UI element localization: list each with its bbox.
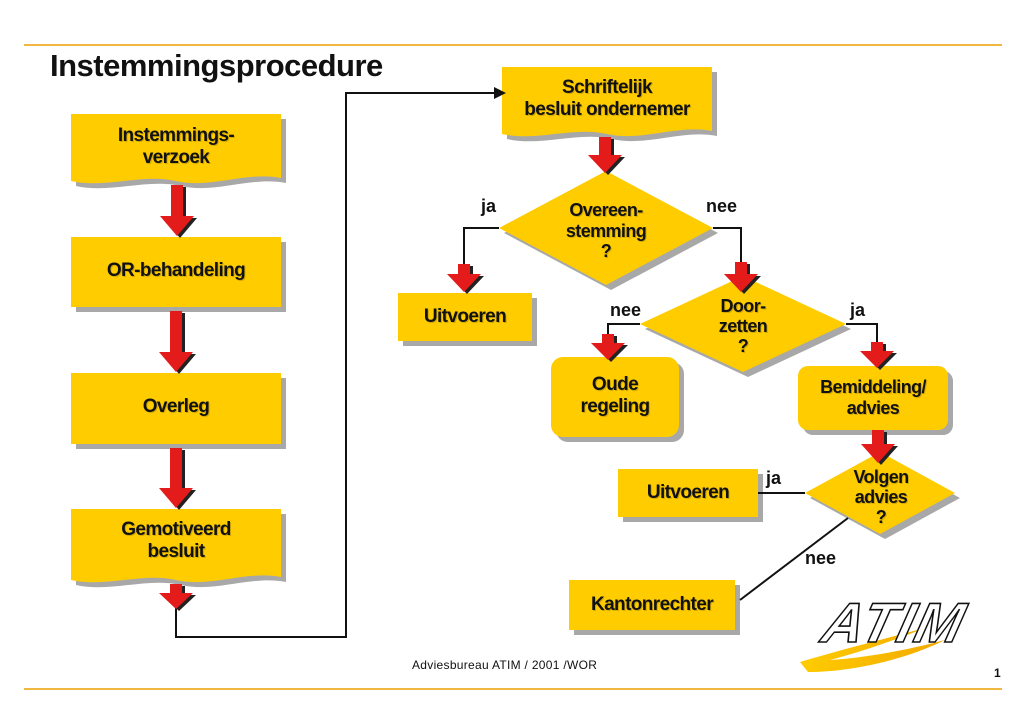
- node-oude-regeling-face: [551, 357, 679, 437]
- atim-logo: ATIM: [800, 592, 973, 672]
- decision-doorzetten: [640, 276, 846, 372]
- edge-label-doorzetten-nee: nee: [610, 300, 642, 320]
- decision-volgen-advies: [805, 452, 955, 534]
- edge-label-doorzetten-ja: ja: [850, 300, 866, 320]
- arrow-to-doorzetten: [724, 262, 761, 294]
- connector-volgen-nee: [739, 517, 849, 601]
- node-text-uitvoeren-2: Uitvoeren: [646, 481, 730, 503]
- connectors: [175, 92, 878, 638]
- node-text-oude-regeling: Oude regeling: [580, 373, 650, 417]
- node-uitvoeren-2-face: [618, 469, 758, 517]
- node-or-behandeling-face: [71, 237, 281, 307]
- arrow-overleg-to-gemotiveerd: [159, 448, 196, 510]
- arrow-schriftelijk-to-overeenstemming: [588, 137, 625, 175]
- connector-ja-uitvoeren: [463, 227, 499, 268]
- node-text-bemiddeling-advies: Bemiddeling/ advies: [820, 376, 926, 418]
- decision-overeenstemming: [499, 171, 713, 285]
- node-text-uitvoeren-1: Uitvoeren: [423, 305, 507, 327]
- connector-nee-oude-regeling: [607, 323, 640, 336]
- connector-left-to-right: [175, 92, 496, 638]
- footer-text: Adviesbureau ATIM / 2001 /WOR: [412, 658, 598, 672]
- arrow-instemming-to-or: [160, 185, 197, 238]
- arrow-gemotiveerd-out: [159, 584, 196, 611]
- top-rule: [24, 44, 1002, 46]
- node-instemmingsverzoek: [71, 114, 286, 189]
- node-text-volgen-advies: Volgen advies ?: [853, 466, 909, 528]
- edge-label-overeenstemming-ja: ja: [481, 196, 497, 216]
- node-text-instemmingsverzoek: Instemmings- verzoek: [117, 124, 235, 168]
- logo-swoosh: [800, 628, 945, 672]
- node-text-or-behandeling: OR-behandeling: [106, 259, 246, 281]
- arrow-to-volgen-advies: [861, 430, 898, 465]
- node-text-overleg: Overleg: [142, 396, 210, 418]
- arrowhead-right: [494, 87, 506, 99]
- node-text-gemotiveerd-besluit: Gemotiveerd besluit: [121, 518, 231, 562]
- edge-label-overeenstemming-nee: nee: [706, 196, 738, 216]
- connector-nee-doorzetten: [713, 227, 742, 264]
- edge-label-volgen-nee: nee: [805, 548, 837, 568]
- connector-ja-bemiddeling: [846, 323, 878, 343]
- node-text-doorzetten: Door- zetten ?: [718, 296, 768, 356]
- bottom-rule: [24, 688, 1002, 690]
- node-kantonrechter-face: [569, 580, 735, 630]
- logo-wordmark: ATIM: [814, 593, 972, 655]
- red-arrows: [159, 137, 898, 611]
- node-text-schriftelijk-besluit: Schriftelijk besluit ondernemer: [524, 76, 690, 120]
- node-bemiddeling-advies-face: [798, 366, 948, 430]
- arrow-or-to-overleg: [159, 311, 196, 374]
- arrow-to-uitvoeren-1: [447, 264, 484, 294]
- node-text-overeenstemming: Overeen- stemming ?: [565, 199, 647, 262]
- edge-label-volgen-ja: ja: [766, 468, 782, 488]
- node-schriftelijk-besluit: [502, 67, 717, 142]
- arrow-to-bemiddeling: [860, 342, 897, 370]
- page-title: Instemmingsprocedure: [50, 48, 383, 83]
- node-uitvoeren-1-face: [398, 293, 532, 341]
- arrow-to-oude-regeling: [591, 334, 628, 362]
- page-number: 1: [994, 666, 1001, 680]
- node-overleg-face: [71, 373, 281, 444]
- node-text-kantonrechter: Kantonrechter: [590, 593, 714, 615]
- node-gemotiveerd-besluit: [71, 509, 286, 588]
